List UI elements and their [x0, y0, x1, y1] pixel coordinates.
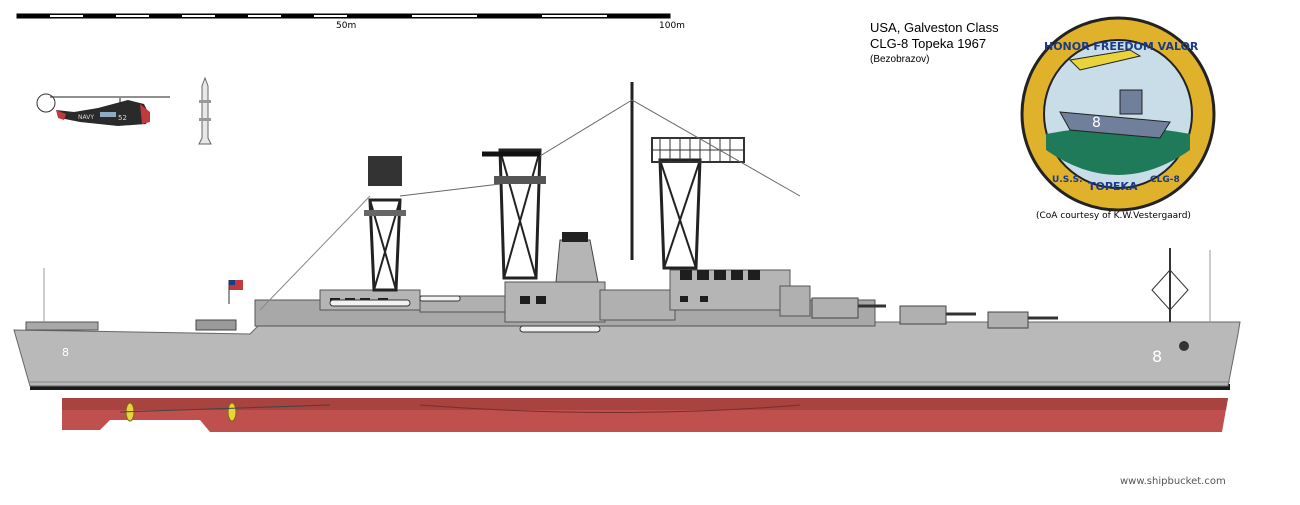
title-line-class: USA, Galveston Class: [870, 20, 999, 35]
title-line-ship: CLG-8 Topeka 1967: [870, 36, 987, 51]
crest-credit: (CoA courtesy of K.W.Vestergaard): [1036, 211, 1191, 221]
stern-hull-number: 8: [62, 346, 69, 359]
svg-text:NAVY: NAVY: [78, 114, 94, 121]
scale-label-100m: 100m: [659, 21, 685, 31]
crest-name-center: TOPEKA: [1088, 180, 1138, 193]
title-line-author: (Bezobrazov): [870, 54, 930, 65]
scale-label-50m: 50m: [336, 21, 357, 31]
helicopter-marking: 52: [118, 114, 127, 122]
site-watermark: www.shipbucket.com: [1120, 476, 1226, 487]
crest-name-right: CLG-8: [1150, 175, 1180, 185]
crest-ship-number: 8: [1092, 115, 1101, 131]
crest-name-left: U.S.S.: [1052, 175, 1083, 185]
bow-hull-number: 8: [1152, 347, 1162, 366]
title-block: USA, Galveston Class CLG-8 Topeka 1967 (…: [870, 20, 999, 68]
crest-motto: HONOR FREEDOM VALOR: [1044, 40, 1199, 53]
